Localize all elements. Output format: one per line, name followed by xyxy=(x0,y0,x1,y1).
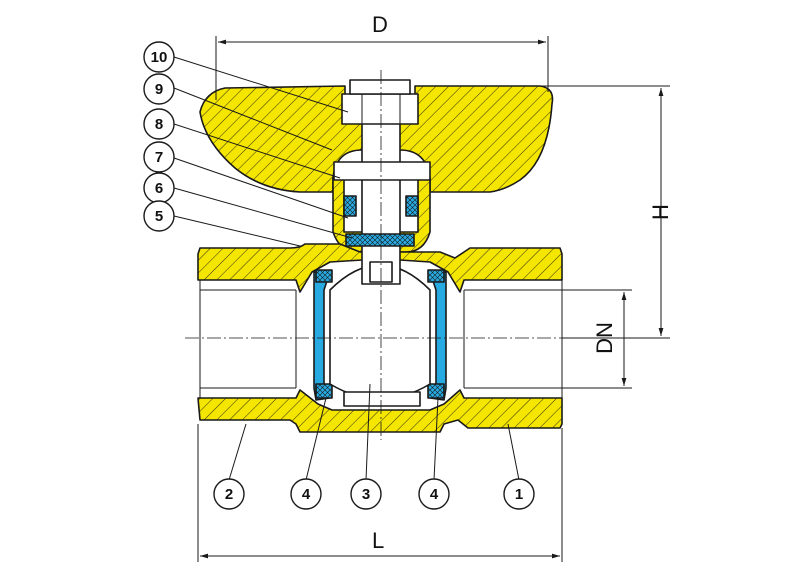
svg-text:1: 1 xyxy=(515,486,523,503)
svg-text:9: 9 xyxy=(155,81,163,98)
callout-7: 7 xyxy=(143,141,175,173)
seat-right xyxy=(427,383,445,399)
callout-8: 8 xyxy=(143,108,175,140)
svg-text:4: 4 xyxy=(430,486,439,503)
callout-6: 6 xyxy=(143,172,175,204)
svg-text:3: 3 xyxy=(362,486,370,503)
svg-text:4: 4 xyxy=(302,486,311,503)
stem-cap xyxy=(349,79,411,95)
callout-2: 2 xyxy=(213,478,245,510)
ball-seal-right xyxy=(429,271,447,401)
o-ring-left xyxy=(343,195,357,217)
gland xyxy=(333,161,431,181)
stem-seal xyxy=(345,233,415,247)
callout-1: 1 xyxy=(503,478,535,510)
callout-4-left: 4 xyxy=(290,478,322,510)
svg-text:10: 10 xyxy=(151,49,168,66)
nut xyxy=(341,93,419,125)
body-bottom xyxy=(197,389,563,433)
ball xyxy=(329,264,431,400)
callout-9: 9 xyxy=(143,73,175,105)
ball-seal-left xyxy=(313,271,331,401)
svg-text:8: 8 xyxy=(155,116,163,133)
callout-4-right: 4 xyxy=(418,478,450,510)
seat-top-right xyxy=(427,269,445,283)
svg-text:2: 2 xyxy=(225,486,233,503)
callout-5: 5 xyxy=(143,200,175,232)
dim-h-label: H xyxy=(648,204,673,220)
ball-slot xyxy=(343,391,421,407)
dim-l-label: L xyxy=(372,528,384,553)
o-ring-right xyxy=(405,195,419,217)
dim-dn-label: DN xyxy=(592,322,617,354)
svg-text:5: 5 xyxy=(155,208,163,225)
svg-text:7: 7 xyxy=(155,149,163,166)
seat-top-left xyxy=(315,269,333,283)
body-top xyxy=(197,243,563,293)
svg-text:6: 6 xyxy=(155,180,163,197)
callout-10: 10 xyxy=(143,41,175,73)
dim-d-label: D xyxy=(372,12,388,37)
seat-left xyxy=(315,383,333,399)
callout-3: 3 xyxy=(350,478,382,510)
